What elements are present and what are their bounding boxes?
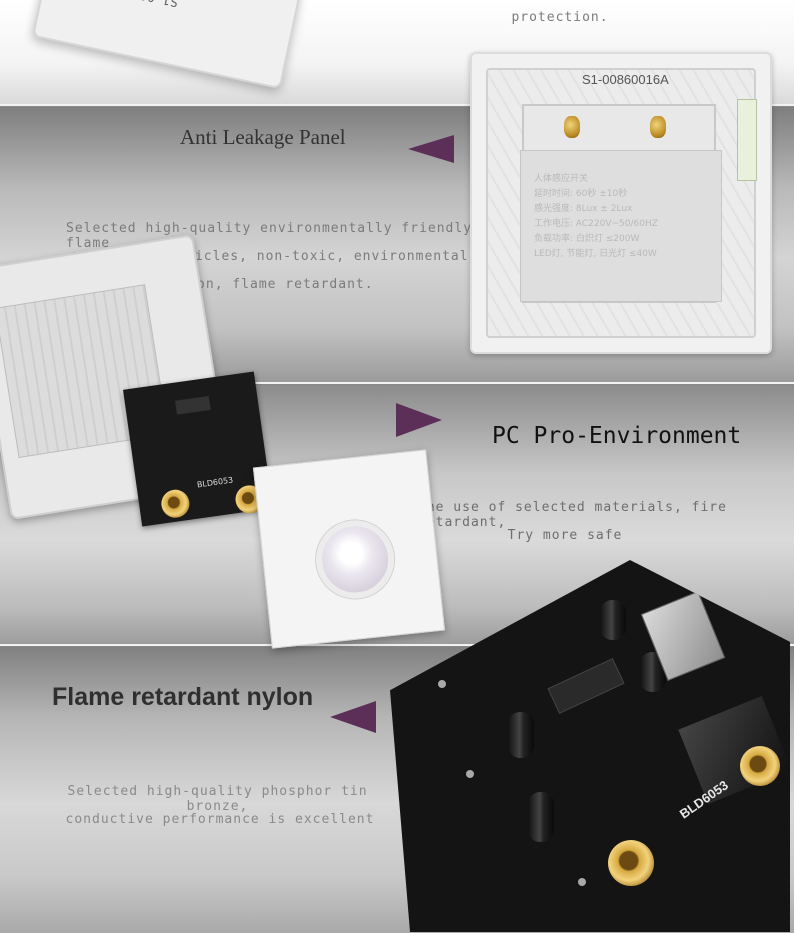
ic-chip (175, 395, 211, 415)
plate-back-label: S1-00860016A (85, 0, 180, 9)
capacitor (600, 600, 626, 640)
brass-terminal-screw (564, 116, 580, 138)
plate-spec-text: 人体感应开关 延时时间: 60秒 ±10秒 感光强度: 8Lux ± 2Lux … (534, 172, 658, 262)
solder-pad (466, 770, 474, 778)
spec-sticker (737, 99, 757, 181)
section3-desc-line-1: Selected high-quality phosphor tin bronz… (67, 784, 368, 814)
arrow-right-icon (396, 403, 442, 437)
spec-line: 人体感应开关 (534, 174, 589, 184)
board-label: BLD6053 (196, 475, 234, 490)
spec-line: 延时时间: 60秒 ±10秒 (534, 189, 628, 199)
brass-terminal (159, 487, 192, 520)
section2-desc-line-2: Try more safe (507, 528, 623, 543)
section-title-anti-leakage: Anti Leakage Panel (180, 125, 346, 149)
section-title-flame-retardant: Flame retardant nylon (52, 683, 314, 711)
spec-line: 工作电压: AC220V~50/60HZ (534, 219, 658, 229)
section1-desc-line-1: Selected high-quality environmentally fr… (66, 221, 473, 251)
plate-model-code: S1-00860016A (582, 72, 669, 87)
switch-back-partial-image: S1-00860016A (31, 0, 303, 90)
section-divider (0, 104, 794, 106)
circuit-board-large-image: BLD6053 (390, 560, 790, 932)
arrow-left-icon (330, 701, 376, 733)
spec-line: 负载功率: 白炽灯 ≤200W (534, 234, 640, 244)
brass-terminal (740, 746, 780, 786)
brass-terminal (608, 840, 654, 886)
switch-back-plate-image: S1-00860016A 人体感应开关 延时时间: 60秒 ±10秒 感光强度:… (470, 52, 772, 354)
spec-line: 感光强度: 8Lux ± 2Lux (534, 204, 633, 214)
brass-terminal-screw (650, 116, 666, 138)
arrow-left-icon (408, 135, 454, 163)
heatsink (678, 696, 790, 804)
circuit-board-small-image: BLD6053 (123, 371, 273, 527)
pir-lens (312, 516, 398, 603)
section3-desc-line-2: conductive performance is excellent (65, 812, 375, 827)
spec-line: LED灯, 节能灯, 日光灯 ≤40W (534, 249, 657, 259)
ic-chip (547, 658, 625, 714)
top-caption: protection. (511, 10, 609, 25)
section-divider (0, 382, 794, 384)
section-divider (0, 644, 794, 646)
solder-pad (578, 878, 586, 886)
section-title-pc-pro: PC Pro-Environment (492, 423, 742, 449)
section2-desc-line-1: The use of selected materials, fire reta… (418, 500, 727, 530)
capacitor (508, 712, 534, 758)
capacitor (528, 792, 554, 842)
solder-pad (438, 680, 446, 688)
module-label-area (520, 150, 722, 302)
pir-sensor-cover-image (252, 449, 446, 649)
